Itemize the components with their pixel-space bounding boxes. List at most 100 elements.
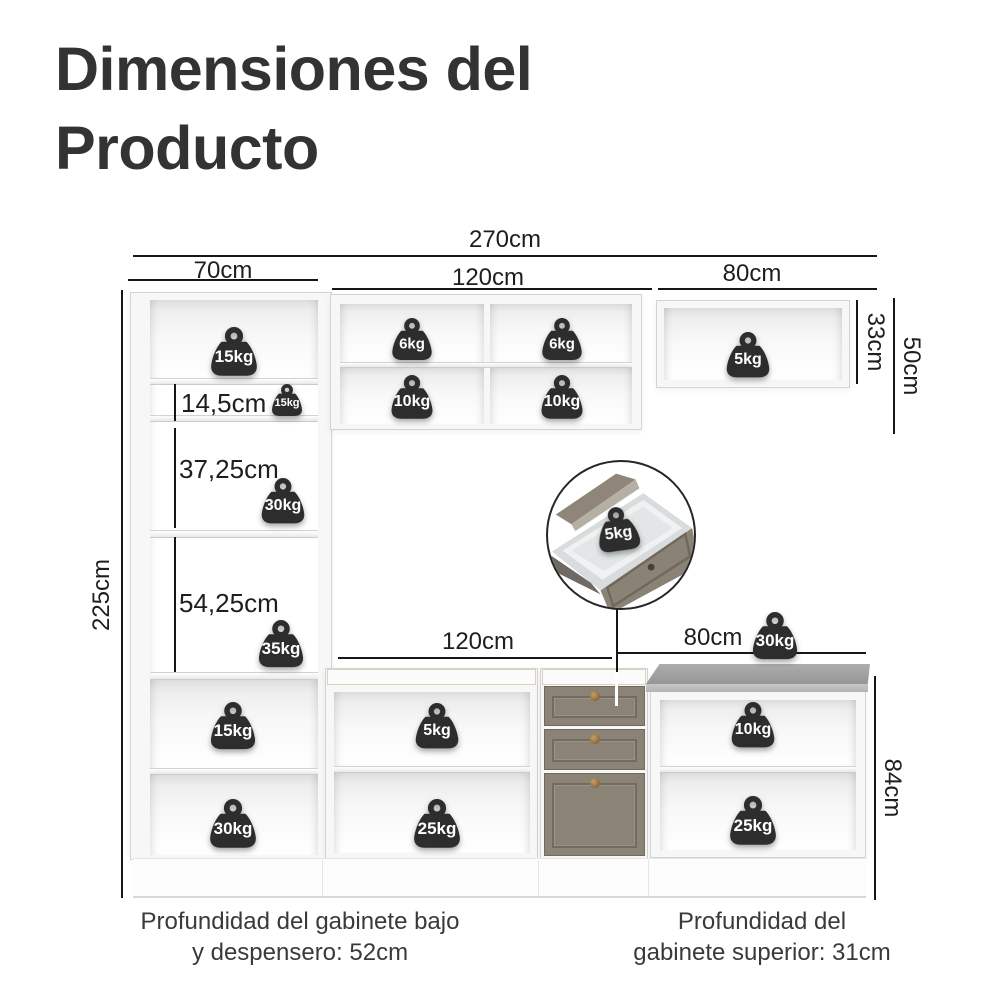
kettlebell-weight-icon	[599, 507, 641, 553]
dim-base-right-width: 80cm	[683, 624, 743, 651]
kettlebell-weight-icon	[210, 702, 256, 750]
footnote-base-depth: Profundidad del gabinete bajo y despense…	[120, 906, 480, 968]
weight-label: 35kg	[261, 638, 301, 658]
weight-icon: 25kg	[408, 799, 466, 850]
tick-shelf-mid	[174, 428, 176, 528]
dim-line-total-height	[121, 290, 123, 898]
pantry-shelf	[150, 768, 318, 775]
drawer-2	[544, 729, 645, 770]
weight-icon: 15kg	[205, 327, 263, 378]
dim-total-height: 225cm	[88, 558, 115, 632]
dim-upper-right-width: 80cm	[722, 260, 782, 287]
page-title-line2: Producto	[55, 114, 319, 182]
base-right-shelf	[660, 766, 856, 773]
weight-label: 30kg	[755, 630, 795, 650]
kettlebell-weight-icon	[392, 318, 432, 361]
countertop-edge	[646, 684, 868, 692]
drawer-panel	[552, 783, 637, 848]
pantry-shelf	[150, 378, 318, 385]
kettlebell-weight-icon	[211, 327, 257, 376]
weight-icon: 5kg	[589, 504, 647, 557]
dim-line-upper-right-width	[658, 288, 877, 290]
weight-label: 6kg	[549, 335, 575, 353]
kettlebell-weight-icon	[542, 318, 582, 361]
weight-icon: 30kg	[747, 612, 803, 661]
weight-label: 6kg	[399, 335, 425, 353]
drawer-knob	[590, 734, 600, 744]
dim-upper-mid-width: 120cm	[451, 264, 525, 291]
weight-label: 5kg	[734, 350, 762, 368]
weight-label: 15kg	[214, 346, 254, 366]
weight-icon: 10kg	[386, 375, 438, 421]
weight-label: 15kg	[274, 397, 300, 410]
dim-line-total-width	[133, 255, 877, 257]
countertop	[646, 664, 870, 684]
weight-label: 25kg	[417, 818, 457, 838]
weight-icon: 30kg	[256, 478, 310, 526]
dim-line-base-height	[874, 676, 876, 900]
plinth-seam	[322, 860, 323, 896]
plinth	[133, 858, 866, 898]
footnote-upper-depth-line2: gabinete superior: 31cm	[633, 939, 891, 966]
weight-label: 10kg	[393, 392, 431, 410]
kettlebell-weight-icon	[261, 478, 305, 524]
dim-upper-mid-height: 50cm	[898, 336, 925, 396]
pantry-shelf	[150, 415, 318, 422]
dim-base-height: 84cm	[879, 758, 906, 818]
kettlebell-weight-icon	[391, 375, 433, 419]
kettlebell-weight-icon	[726, 332, 770, 378]
weight-icon: 25kg	[724, 796, 782, 847]
page-title: Dimensiones del Producto	[55, 30, 533, 188]
weight-label: 25kg	[733, 815, 773, 835]
weight-icon: 6kg	[537, 318, 587, 362]
dim-base-mid-width: 120cm	[441, 628, 515, 655]
plinth-seam	[648, 860, 649, 896]
tick-shelf-large	[174, 537, 176, 672]
plinth-seam	[538, 860, 539, 896]
weight-label: 15kg	[213, 720, 253, 740]
weight-icon: 15kg	[205, 702, 261, 751]
pantry-shelf	[150, 672, 318, 680]
weight-icon: 10kg	[726, 702, 780, 750]
kettlebell-weight-icon	[730, 796, 776, 845]
dim-total-width: 270cm	[468, 226, 542, 253]
drawer-unit-open-top	[542, 669, 646, 685]
weight-icon: 5kg	[410, 703, 464, 751]
weight-label: 10kg	[543, 392, 581, 410]
inset-connector-line-white	[615, 672, 618, 706]
kettlebell-weight-icon	[541, 375, 583, 419]
dim-upper-right-height: 33cm	[862, 312, 889, 372]
dim-line-upper-mid-height	[893, 298, 895, 434]
weight-label: 30kg	[264, 496, 302, 514]
weight-icon: 6kg	[387, 318, 437, 362]
footnote-upper-depth-line1: Profundidad del	[677, 908, 847, 935]
base-mid-shelf	[334, 766, 530, 773]
kettlebell-weight-icon	[414, 799, 460, 848]
weight-icon: 30kg	[204, 799, 262, 850]
inset-connector-line	[616, 608, 618, 672]
dim-line-base-right-width	[616, 652, 866, 654]
dim-line-pantry-width	[128, 279, 318, 281]
footnote-base-depth-line1: Profundidad del gabinete bajo	[140, 908, 460, 935]
dim-line-upper-right-height	[856, 300, 858, 384]
kettlebell-weight-icon	[752, 612, 798, 660]
footnote-upper-depth: Profundidad del gabinete superior: 31cm	[602, 906, 922, 968]
weight-icon: 5kg	[721, 332, 775, 380]
footnote-base-depth-line2: y despensero: 52cm	[191, 939, 409, 966]
drawer-knob	[590, 778, 600, 788]
kettlebell-weight-icon	[210, 799, 256, 848]
weight-label: 10kg	[734, 720, 772, 738]
weight-icon: 10kg	[536, 375, 588, 421]
tick-shelf-small	[174, 384, 176, 421]
kettlebell-weight-icon	[731, 702, 775, 748]
drawer-1	[544, 686, 645, 726]
weight-icon: 35kg	[253, 620, 309, 669]
kettlebell-weight-icon	[258, 620, 304, 668]
pantry-shelf	[150, 530, 318, 538]
weight-label: 5kg	[423, 721, 451, 739]
base-mid-open-top	[327, 669, 536, 685]
page-title-line1: Dimensiones del	[55, 35, 533, 103]
dim-shelf-mid: 37,25cm	[179, 454, 279, 484]
weight-icon: 15kg	[268, 384, 306, 417]
